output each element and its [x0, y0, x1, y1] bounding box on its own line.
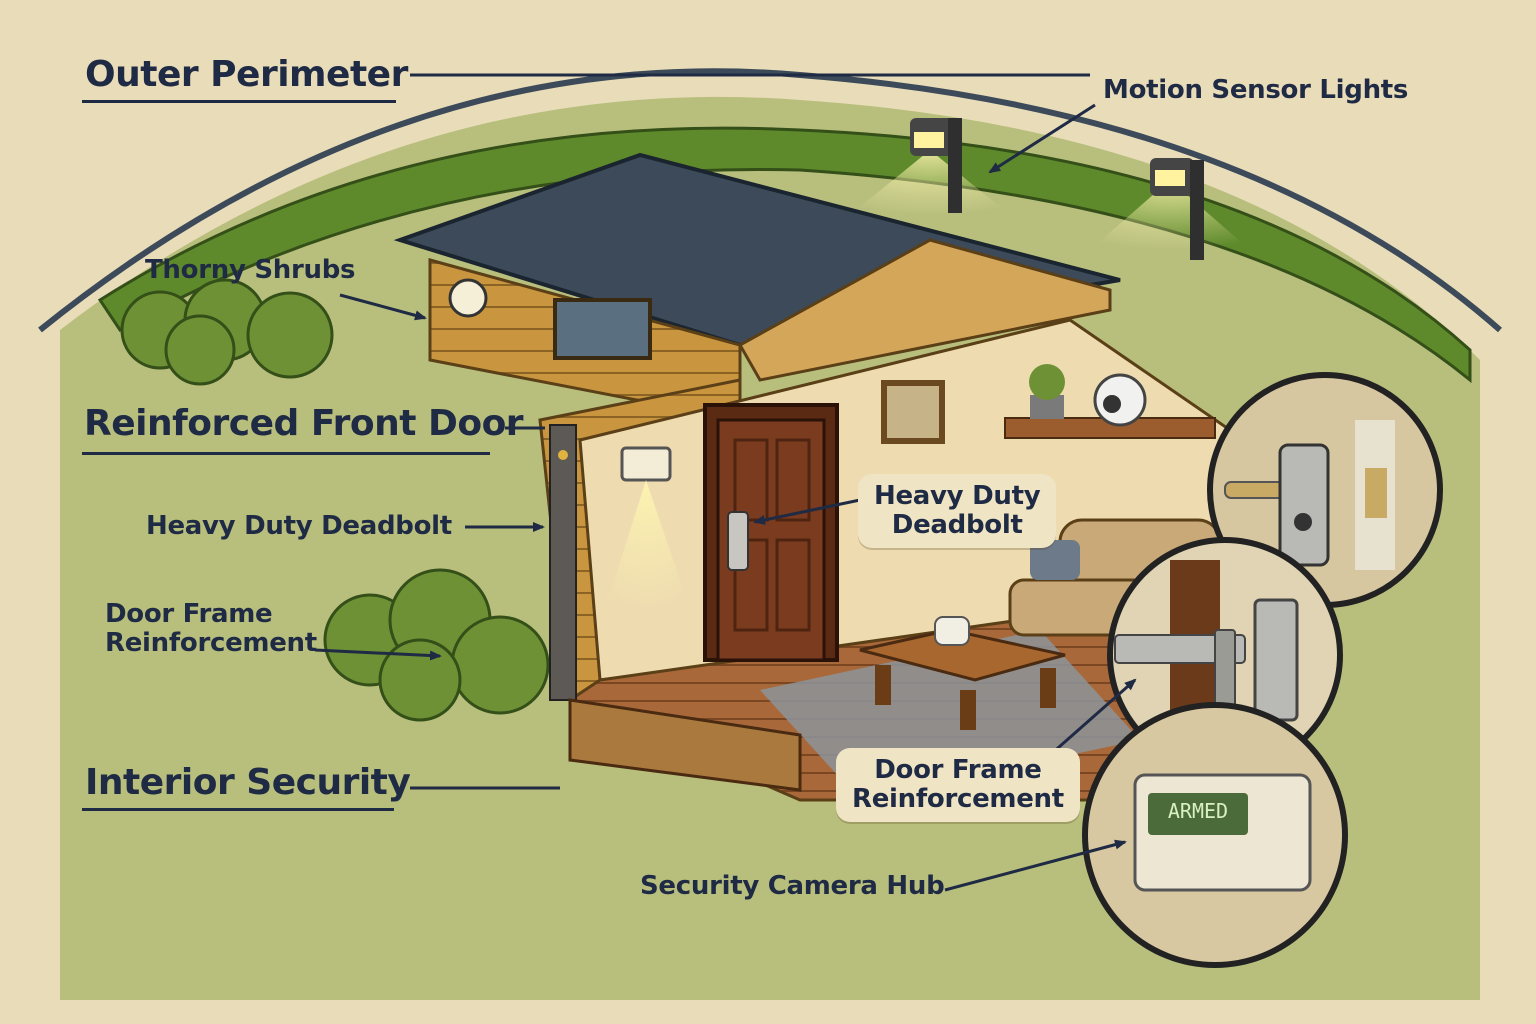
- label-heavy-duty-deadbolt-center: Heavy Duty Deadbolt: [858, 474, 1057, 549]
- label-heavy-duty-line1: Heavy Duty: [874, 481, 1041, 511]
- label-door-frame-reinforcement-left: Door Frame Reinforcement: [105, 599, 317, 659]
- thorny-shrubs-bottom: [323, 568, 550, 722]
- detail-alarm-panel: [1082, 702, 1348, 968]
- coffee-table: [859, 628, 1066, 730]
- label-door-frame-right-line1: Door Frame: [874, 755, 1042, 785]
- label-motion-sensor-lights: Motion Sensor Lights: [1103, 75, 1409, 105]
- frame-reinforcement-strip: [549, 424, 577, 701]
- label-deadbolt-line2: Deadbolt: [891, 510, 1023, 541]
- motion-light-left: [850, 118, 1010, 215]
- underline-outer-perimeter: [82, 100, 396, 103]
- alarm-status-text: ARMED: [1167, 799, 1229, 823]
- underline-reinforced-front-door: [82, 452, 490, 455]
- label-outer-perimeter: Outer Perimeter: [85, 54, 408, 95]
- door-deadbolt: [727, 511, 749, 571]
- gable-wall: [737, 238, 1112, 382]
- front-beam: [568, 698, 802, 792]
- label-reinforcement-right-line2: Reinforcement: [852, 784, 1064, 815]
- thorny-shrubs-top: [120, 278, 334, 386]
- label-reinforced-front-door: Reinforced Front Door: [84, 403, 524, 444]
- wall-light-fixture: [448, 278, 488, 318]
- label-interior-security: Interior Security: [85, 762, 411, 803]
- motion-light-right: [1090, 158, 1250, 260]
- label-thorny-shrubs: Thorny Shrubs: [145, 255, 356, 285]
- back-window: [553, 298, 652, 360]
- label-reinforcement-line2: Reinforcement: [105, 628, 317, 659]
- label-door-frame-reinforcement-right: Door Frame Reinforcement: [836, 748, 1080, 823]
- underline-interior-security: [82, 808, 394, 811]
- label-door-frame-line1: Door Frame: [105, 599, 273, 629]
- leader-lines: [314, 73, 1137, 892]
- security-camera: [1093, 373, 1147, 427]
- label-heavy-duty-deadbolt-left: Heavy Duty Deadbolt: [146, 511, 452, 541]
- label-security-camera-hub: Security Camera Hub: [640, 871, 945, 901]
- picture-frame: [881, 380, 945, 444]
